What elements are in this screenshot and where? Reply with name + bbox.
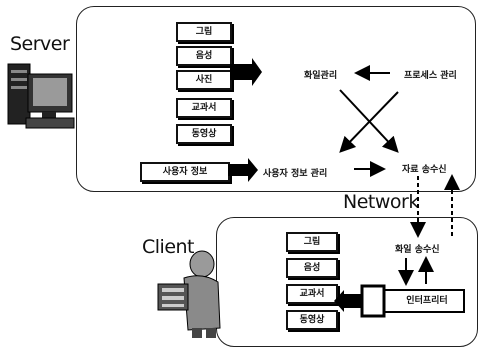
- stack-to-file-arrow: [230, 58, 262, 86]
- cross-arrow-1: [340, 90, 396, 150]
- userinfo-to-mgmt-arrow: [228, 158, 258, 182]
- interpreter-plunger: [334, 286, 464, 316]
